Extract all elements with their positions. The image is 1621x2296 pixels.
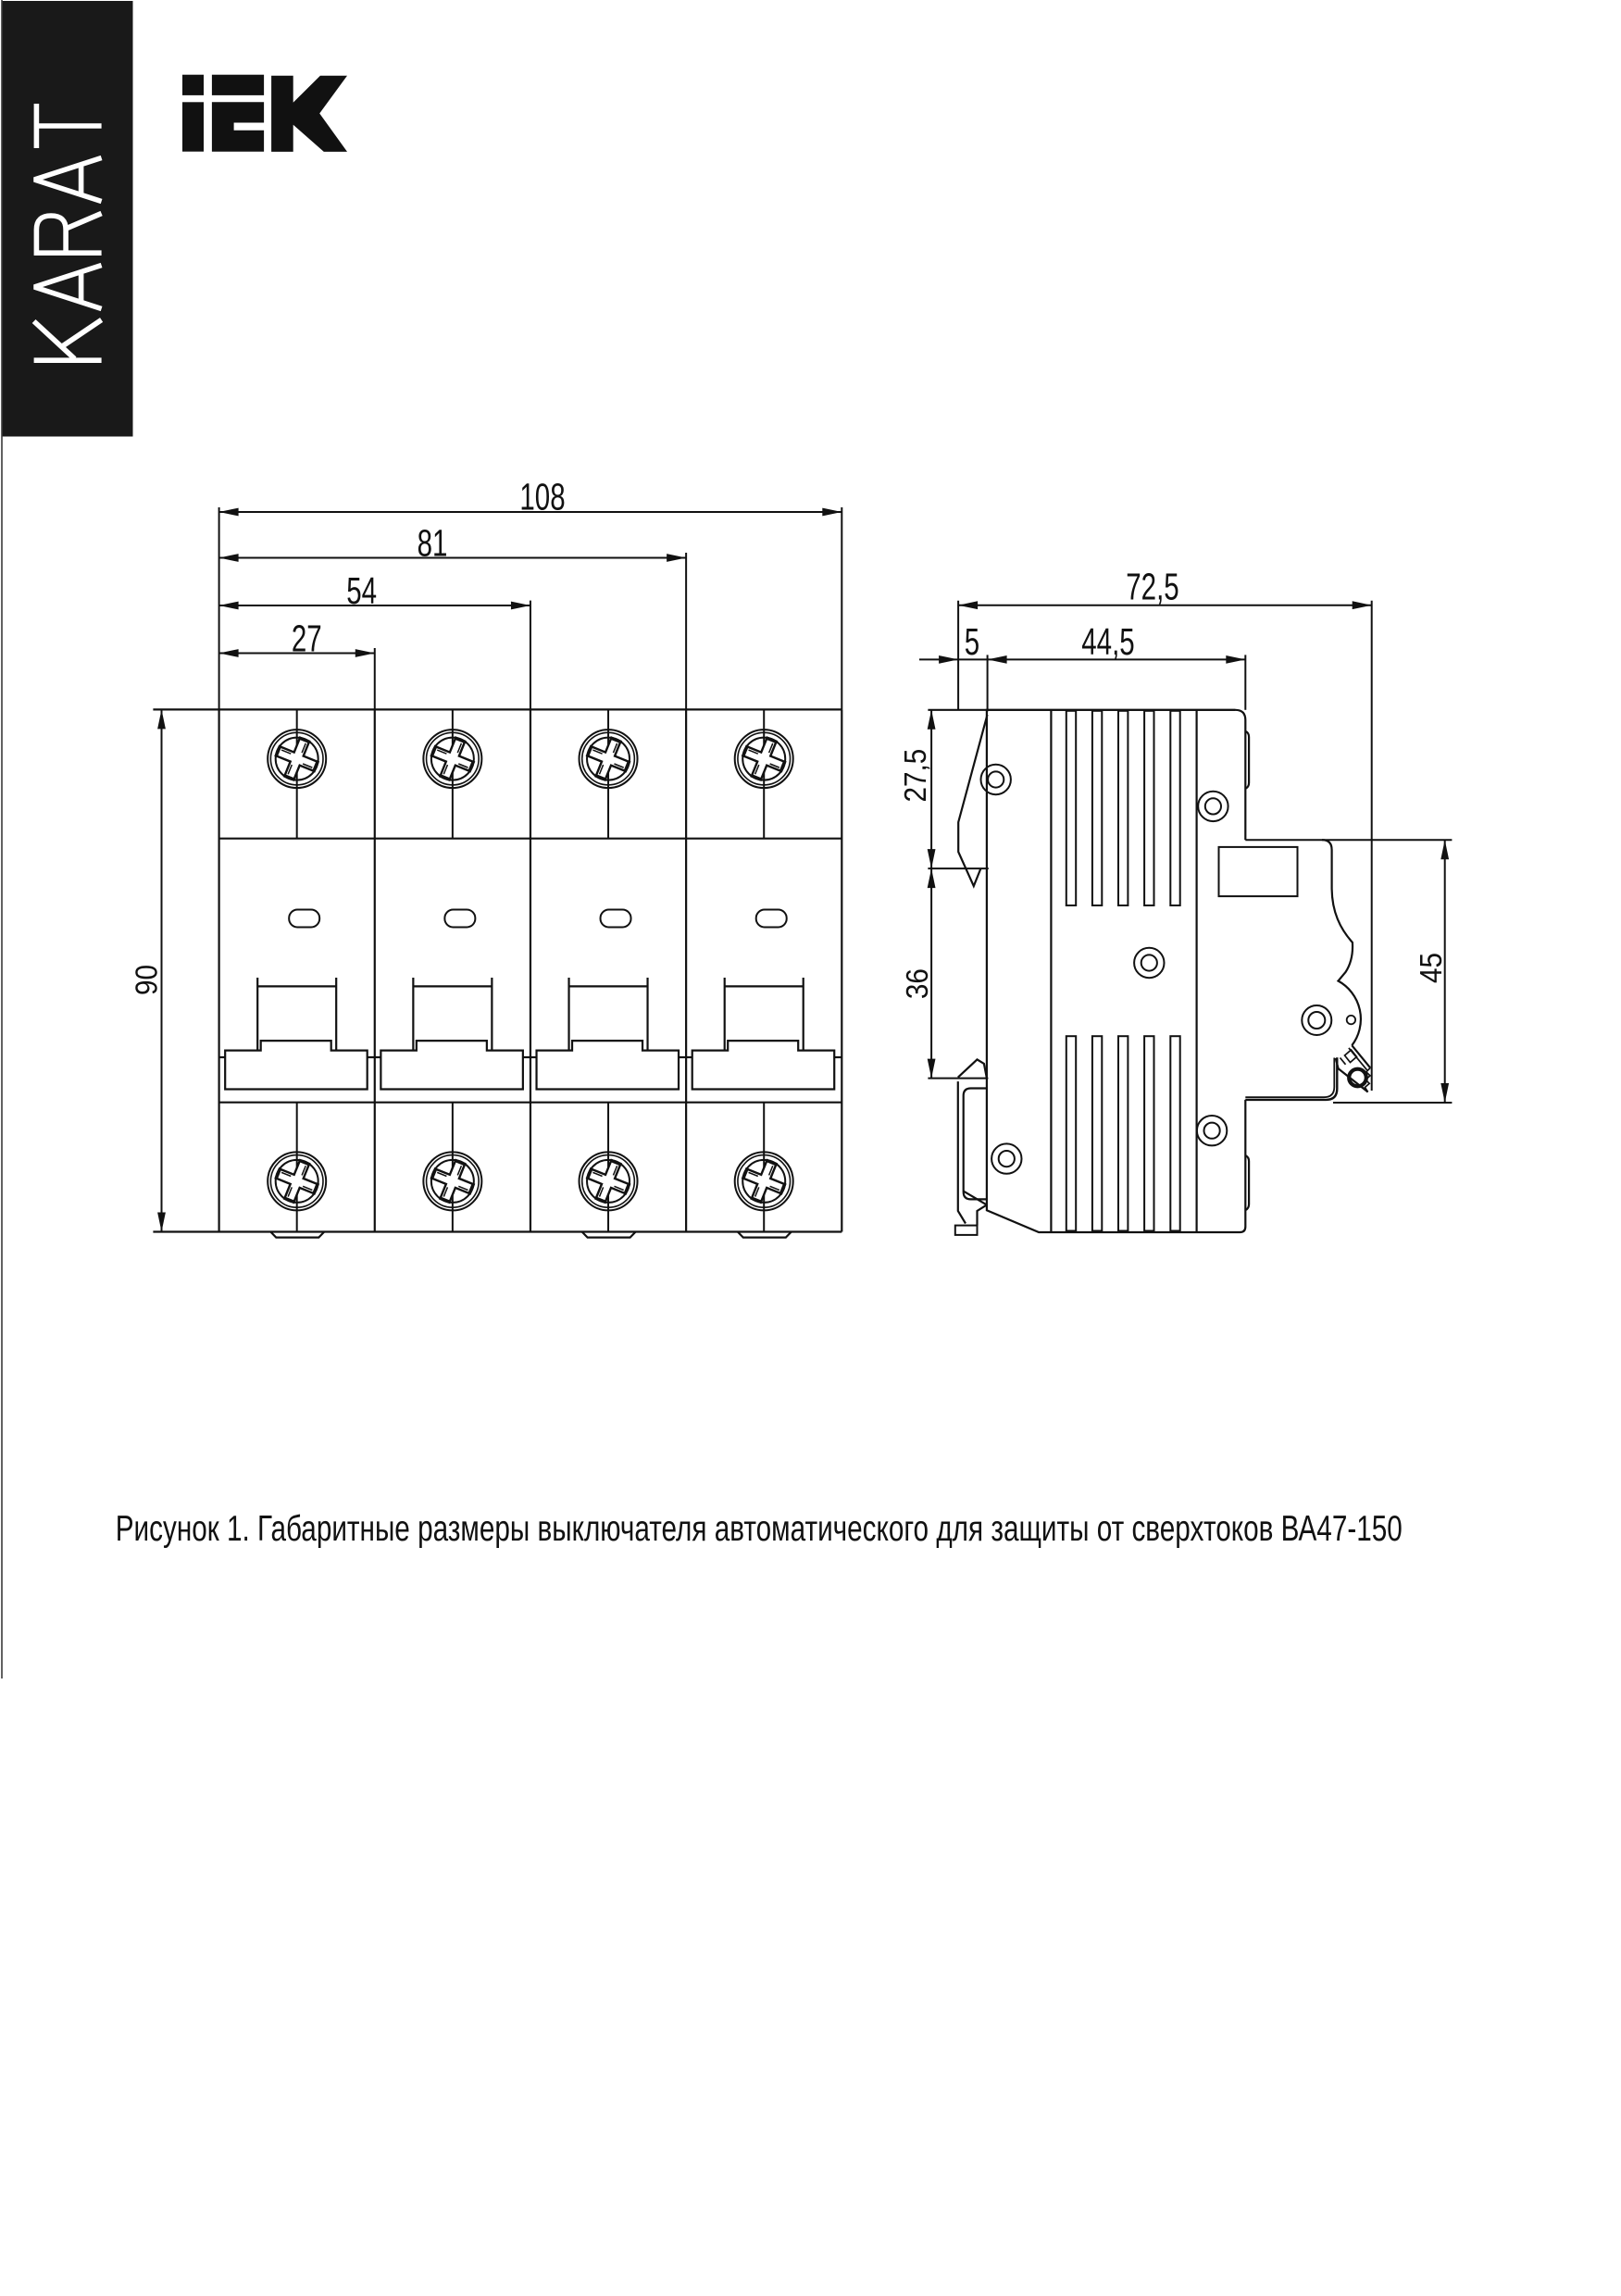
svg-text:27,5: 27,5 (899, 749, 933, 803)
svg-text:72,5: 72,5 (1126, 566, 1178, 608)
svg-text:Рисунок 1. Габаритные размеры: Рисунок 1. Габаритные размеры выключател… (116, 1509, 1403, 1549)
svg-text:45: 45 (1415, 953, 1449, 983)
svg-text:27: 27 (292, 618, 322, 660)
svg-text:44,5: 44,5 (1081, 620, 1134, 663)
svg-text:108: 108 (519, 476, 565, 518)
svg-text:81: 81 (418, 522, 448, 565)
svg-text:90: 90 (130, 965, 164, 995)
svg-text:5: 5 (965, 620, 979, 663)
svg-text:36: 36 (901, 968, 935, 999)
svg-text:54: 54 (346, 569, 377, 612)
